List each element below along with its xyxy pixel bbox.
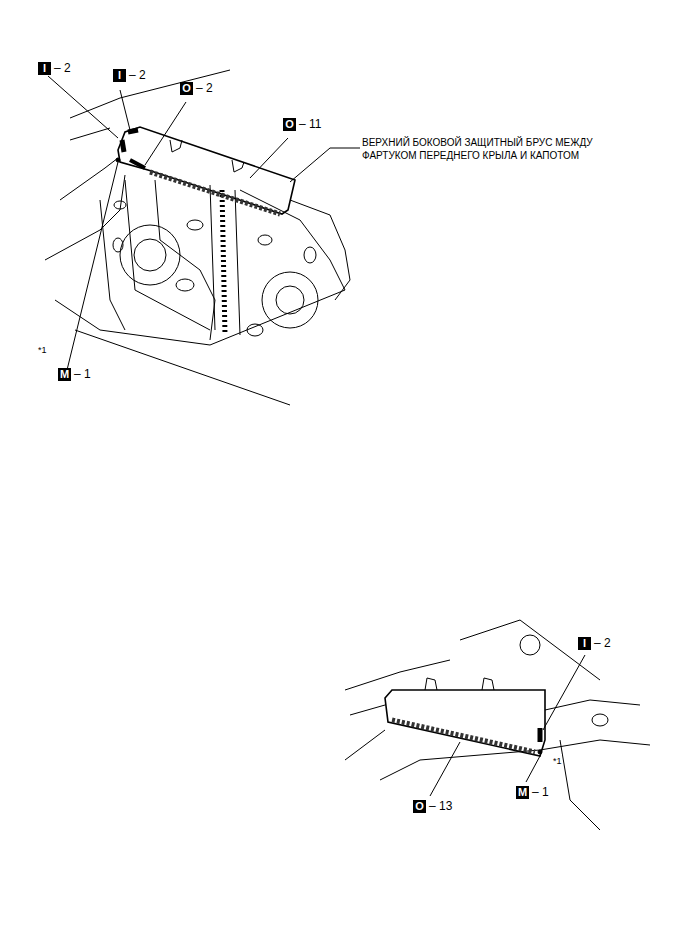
callout-number: – 2 [594, 636, 611, 650]
weld-type-letter: O [415, 800, 424, 812]
callout-number: – 2 [54, 61, 71, 75]
weld-type-badge: M [516, 786, 529, 799]
weld-type-badge: I [113, 69, 126, 82]
weld-type-badge: M [58, 368, 71, 381]
callout-number: – 2 [196, 81, 213, 95]
weld-type-letter: M [518, 786, 527, 798]
callout-number: – 13 [429, 799, 452, 813]
part-name: ВЕРХНИЙ БОКОВОЙ ЗАЩИТНЫЙ БРУС МЕЖДУ ФАРТ… [362, 136, 624, 162]
weld-type-badge: O [180, 82, 193, 95]
callout-number: – 2 [129, 68, 146, 82]
weld-type-letter: I [118, 69, 121, 81]
weld-type-letter: O [182, 82, 191, 94]
weld-type-badge: I [38, 62, 51, 75]
weld-type-badge: O [283, 118, 296, 131]
weld-type-letter: I [43, 62, 46, 74]
weld-type-badge: I [578, 637, 591, 650]
callout-number: – 11 [299, 117, 321, 131]
weld-type-letter: I [583, 637, 586, 649]
weld-type-badge: O [413, 800, 426, 813]
callout-number: – 1 [532, 785, 549, 799]
weld-type-letter: O [285, 118, 294, 130]
weld-type-letter: M [60, 368, 69, 380]
note-mark: *1 [38, 343, 47, 357]
note-mark: *1 [553, 754, 562, 768]
callout-number: – 1 [74, 367, 91, 381]
